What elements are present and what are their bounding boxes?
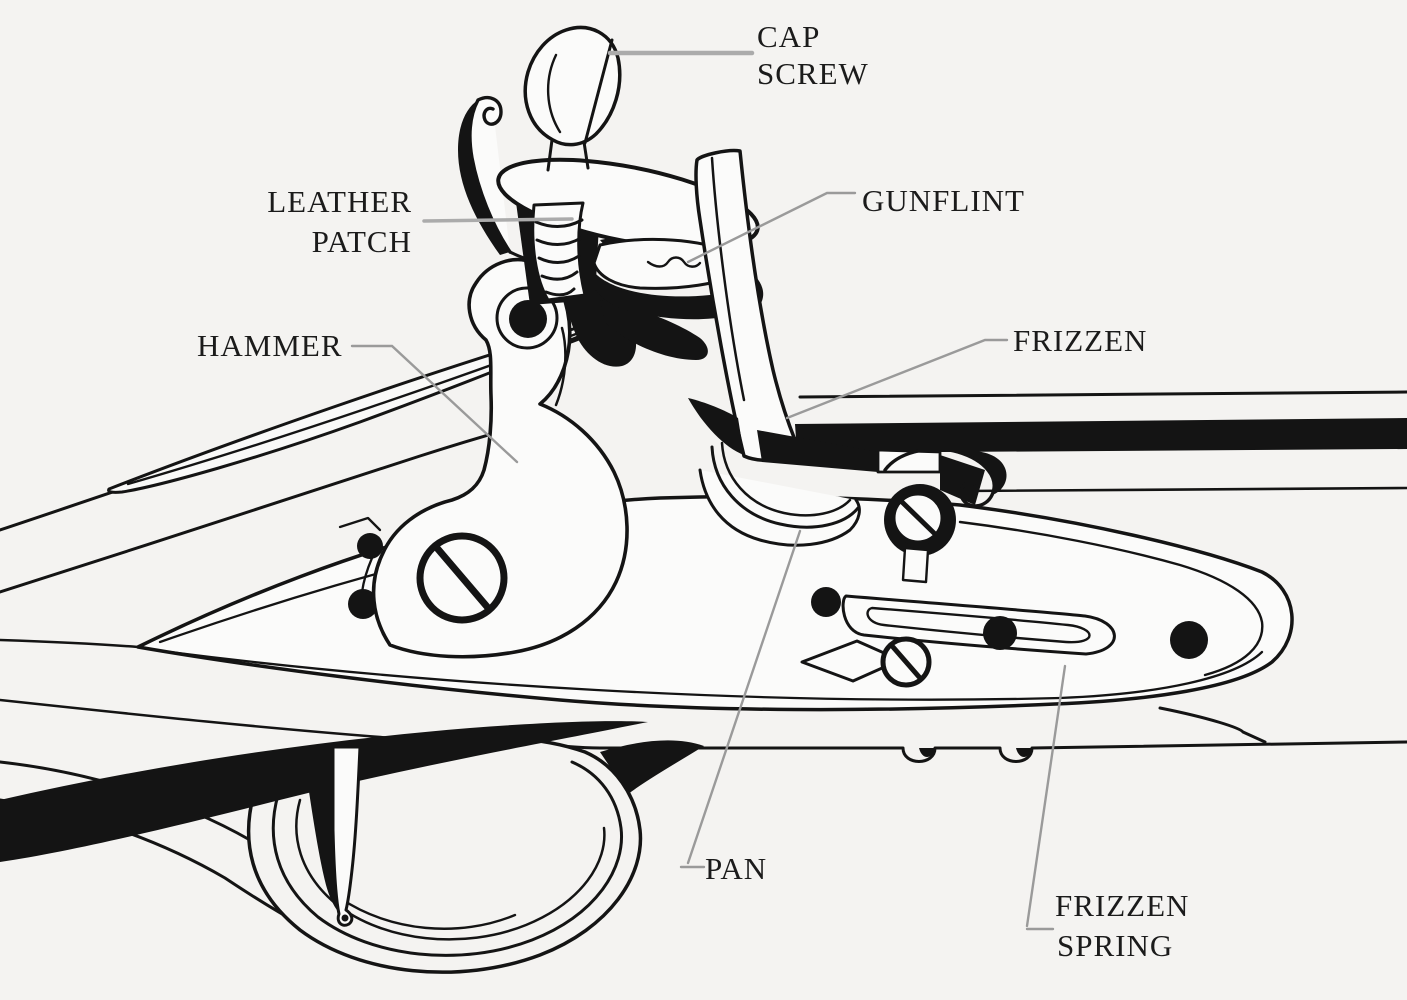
leather-patch	[531, 201, 587, 302]
label-frizzen-spring-line1: FRIZZEN	[1055, 888, 1189, 923]
trigger	[302, 745, 362, 927]
leader-frizzen-spring	[1025, 664, 1067, 931]
frizzen-pivot	[883, 447, 1007, 584]
trigger-guard	[0, 721, 704, 974]
label-frizzen: FRIZZEN	[1013, 323, 1147, 358]
frizzen-screw	[890, 490, 946, 546]
label-pan: PAN	[705, 851, 767, 886]
leader-leather-patch	[422, 217, 574, 223]
side-screw	[880, 636, 932, 688]
barrel	[795, 390, 1407, 493]
hammer-eye	[509, 300, 547, 338]
label-cap-screw-line1: CAP	[757, 19, 820, 54]
labels: CAP SCREW LEATHER PATCH GUNFLINT HAMMER …	[197, 19, 1189, 963]
label-leather-patch-line2: PATCH	[312, 224, 412, 259]
lockplate	[136, 494, 1294, 712]
label-gunflint: GUNFLINT	[862, 183, 1025, 218]
leader-hammer	[350, 344, 519, 464]
hammer-screw	[416, 532, 508, 624]
leader-lines	[350, 50, 1067, 931]
hammer-comb-curl	[458, 95, 535, 263]
label-hammer: HAMMER	[197, 328, 343, 363]
label-leather-patch-line1: LEATHER	[267, 184, 412, 219]
label-frizzen-spring-line2: SPRING	[1057, 928, 1173, 963]
leader-pan	[679, 529, 802, 869]
pan	[688, 398, 985, 547]
cap-screw	[523, 25, 622, 172]
label-cap-screw-line2: SCREW	[757, 56, 869, 91]
leader-frizzen	[785, 338, 1009, 420]
leader-gunflint	[686, 191, 857, 264]
